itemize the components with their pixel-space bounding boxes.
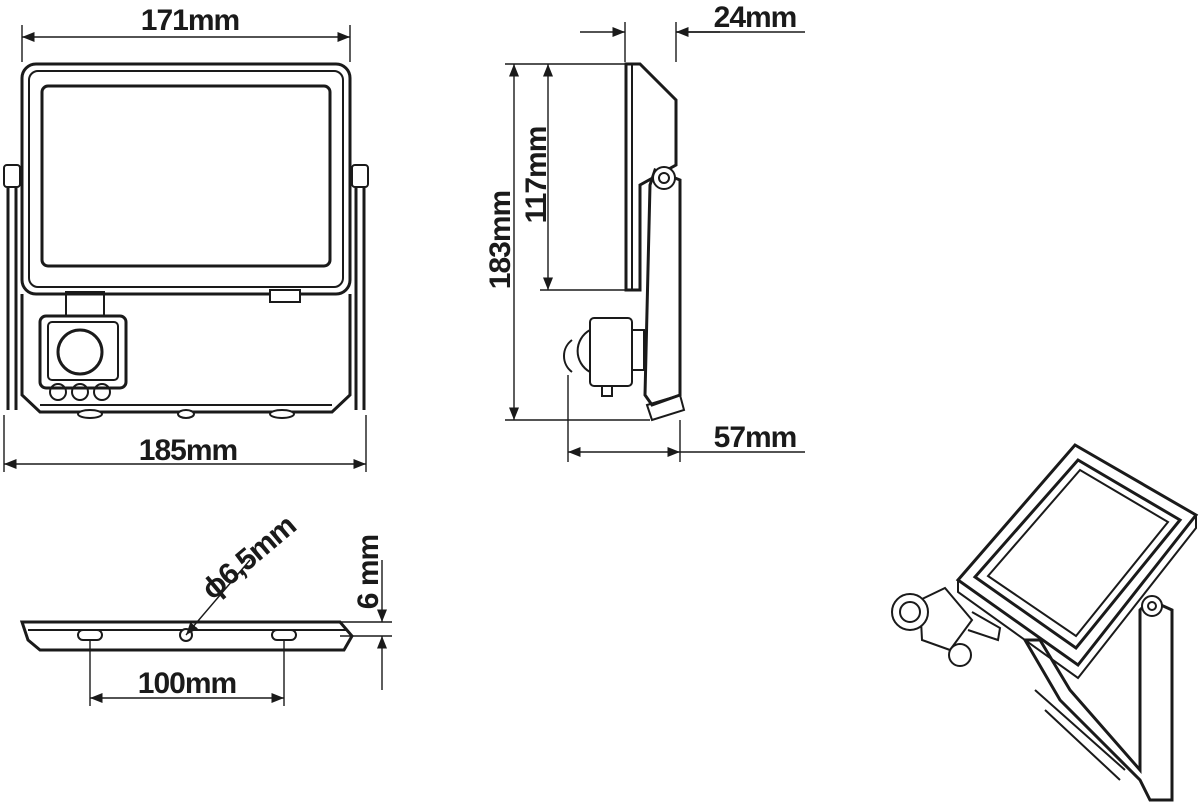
dim-front-width: 171mm — [141, 4, 239, 37]
dim-depth-bottom: 57mm — [714, 421, 797, 454]
sensor-lens-arc — [563, 339, 573, 373]
bracket-left — [6, 165, 18, 410]
iso-sensor-arm — [967, 611, 1002, 642]
iso-sensor-lens — [891, 593, 929, 631]
dim-base-thickness: 6 mm — [352, 535, 385, 609]
sensor-side-tab — [601, 385, 613, 397]
isometric-view — [891, 443, 1199, 802]
sensor-housing — [38, 314, 128, 390]
iso-housing-side — [957, 515, 1197, 680]
bracket-side — [643, 168, 682, 407]
mount-slot-left — [77, 409, 103, 419]
sensor-inner — [47, 321, 119, 381]
bracket-pivot — [652, 166, 676, 190]
iso-led-panel-inner — [986, 468, 1170, 638]
housing-inner-outline — [28, 70, 344, 288]
bracket-foot — [645, 393, 686, 422]
dim-hole-diameter: ϕ6,5mm — [196, 509, 303, 606]
mount-slot-right — [269, 409, 295, 419]
sensor-side-lens — [576, 328, 591, 374]
sensor-lens — [56, 328, 104, 376]
sensor-knob — [71, 383, 89, 401]
sensor-knob — [93, 383, 111, 401]
dim-overall-width: 185mm — [139, 434, 237, 467]
side-view: 24mm 183mm 117mm 57mm — [484, 1, 805, 462]
bracket-knob-right — [351, 164, 369, 188]
bracket-knob-left — [3, 164, 21, 188]
iso-bracket-detail — [1034, 689, 1126, 781]
iso-sensor-lens-inner — [899, 601, 921, 623]
dim-panel-height: 117mm — [520, 127, 553, 224]
sensor-side-joint — [631, 329, 645, 371]
housing-lower — [20, 294, 352, 414]
sensor-knob — [49, 383, 67, 401]
mount-hole-center — [177, 409, 195, 419]
dim-overall-height: 183mm — [484, 191, 517, 289]
iso-sensor-body — [918, 586, 974, 652]
cable-gland — [269, 289, 301, 303]
iso-bracket-pivot — [1141, 595, 1163, 617]
housing-outline — [20, 62, 352, 296]
iso-led-panel — [972, 458, 1183, 651]
iso-sensor-knob — [948, 643, 972, 667]
base-slot-right — [271, 629, 297, 641]
base-slot-left — [77, 629, 103, 641]
dim-depth-top: 24mm — [714, 1, 797, 34]
iso-bracket-pivot-inner — [1147, 601, 1157, 611]
sensor-side-body — [589, 317, 633, 387]
bracket-pivot-inner — [658, 172, 670, 184]
front-view: 171mm 185mm — [3, 4, 369, 472]
led-panel — [40, 84, 332, 268]
dim-hole-spacing: 100mm — [138, 667, 236, 700]
bracket-right — [354, 165, 366, 410]
leader-diameter — [185, 559, 251, 636]
base-view: ϕ6,5mm 6 mm 100mm — [19, 509, 392, 706]
sensor-mount — [65, 291, 105, 317]
